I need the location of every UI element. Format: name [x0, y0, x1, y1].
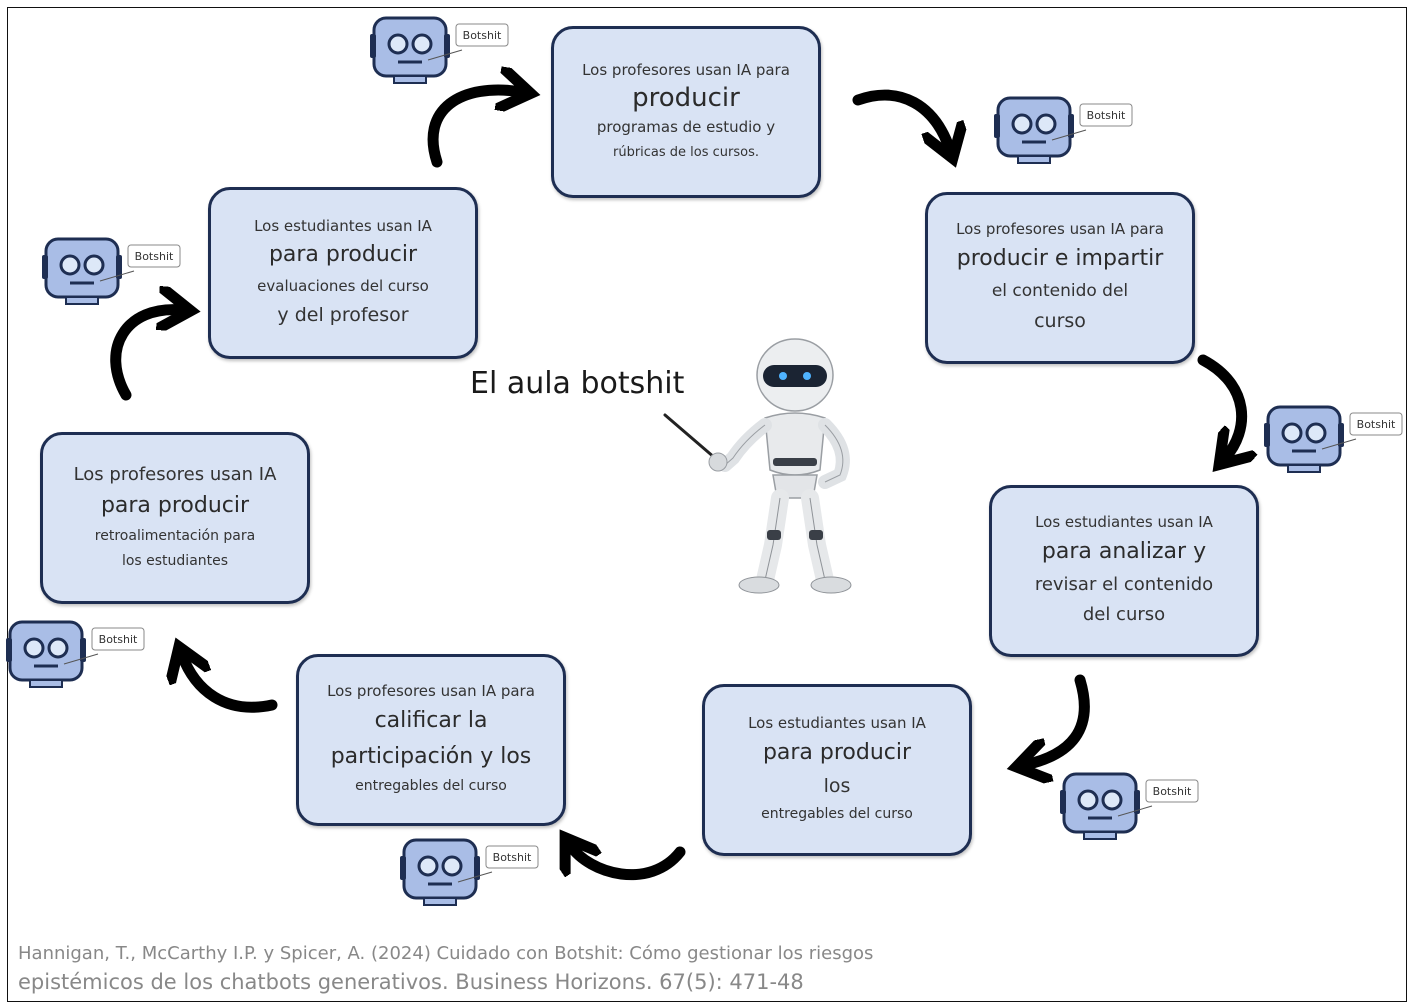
- box-professors-deliver-content: Los profesores usan IA para producir e i…: [925, 192, 1195, 364]
- bot-icon: Botshit: [1060, 772, 1199, 840]
- box-professors-produce-syllabus: Los profesores usan IA para producir pro…: [551, 26, 821, 198]
- box-line-4: entregables del curso: [355, 778, 507, 795]
- box-line-2: producir e impartir: [956, 246, 1164, 272]
- diagram-title: El aula botshit: [470, 366, 685, 401]
- box-line-2: para analizar y: [1041, 539, 1207, 565]
- box-line-4: curso: [1034, 309, 1086, 332]
- bot-icon: Botshit: [6, 620, 145, 688]
- bot-bubble-label: Botshit: [1357, 418, 1396, 431]
- box-line-4: rúbricas de los cursos.: [612, 144, 760, 160]
- box-students-produce-deliverables: Los estudiantes usan IA para producir lo…: [702, 684, 972, 856]
- box-line-4: del curso: [1082, 604, 1166, 626]
- box-line-1: Los profesores usan IA para: [956, 220, 1164, 239]
- box-students-analyze-content: Los estudiantes usan IA para analizar y …: [989, 485, 1259, 657]
- box-line-1: Los estudiantes usan IA: [748, 714, 926, 733]
- citation: Hannigan, T., McCarthy I.P. y Spicer, A.…: [18, 941, 873, 998]
- arrow-left: [110, 310, 182, 401]
- box-line-3: los: [823, 774, 851, 797]
- box-line-4: entregables del curso: [761, 806, 913, 823]
- bot-bubble-label: Botshit: [1153, 785, 1192, 798]
- arrow-top-right: [852, 89, 950, 150]
- box-professors-grade: Los profesores usan IA para calificar la…: [296, 654, 566, 826]
- arrow-bottom: [570, 845, 686, 880]
- box-line-2: para producir: [100, 493, 250, 518]
- bot-icon: Botshit: [370, 16, 509, 84]
- bot-bubble-label: Botshit: [1087, 109, 1126, 122]
- box-line-3: participación y los: [330, 743, 532, 769]
- box-students-evaluate: Los estudiantes usan IA para producir ev…: [208, 187, 478, 359]
- box-line-4: los estudiantes: [121, 553, 229, 569]
- arrow-top-left: [427, 90, 522, 168]
- box-line-4: y del profesor: [277, 303, 409, 326]
- arrow-bottom-left: [182, 655, 278, 713]
- citation-line-1: Hannigan, T., McCarthy I.P. y Spicer, A.…: [18, 943, 874, 964]
- bot-bubble-label: Botshit: [463, 29, 502, 42]
- citation-line-2: epistémicos de los chatbots generativos.…: [18, 970, 804, 995]
- bot-icon: Botshit: [994, 96, 1133, 164]
- box-line-1: Los profesores usan IA: [73, 463, 277, 485]
- box-line-3: evaluaciones del curso: [257, 276, 429, 295]
- bot-bubble-label: Botshit: [99, 633, 138, 646]
- arrow-right-upper: [1197, 354, 1242, 458]
- box-line-1: Los estudiantes usan IA: [1035, 513, 1213, 532]
- box-line-2: para producir: [762, 740, 912, 765]
- bot-icon: Botshit: [400, 838, 539, 906]
- bot-bubble-label: Botshit: [135, 250, 174, 263]
- box-line-3: programas de estudio y: [596, 118, 776, 137]
- bot-icon: Botshit: [1264, 405, 1403, 473]
- arrow-right-lower: [1025, 674, 1090, 765]
- box-line-1: Los estudiantes usan IA: [254, 216, 432, 235]
- bot-bubble-label: Botshit: [493, 851, 532, 864]
- box-professors-feedback: Los profesores usan IA para producir ret…: [40, 432, 310, 604]
- teacher-robot-icon: [663, 338, 852, 594]
- figure-frame: [7, 7, 1407, 1002]
- bot-icon: Botshit: [42, 237, 181, 305]
- box-line-2: calificar la: [374, 708, 488, 734]
- box-line-3: el contenido del: [991, 280, 1129, 301]
- box-line-3: revisar el contenido: [1034, 573, 1214, 595]
- box-line-1: Los profesores usan IA para: [582, 60, 790, 79]
- box-line-3: retroalimentación para: [94, 527, 256, 544]
- box-line-2: producir: [632, 82, 740, 113]
- box-line-1: Los profesores usan IA para: [327, 682, 535, 701]
- box-line-2: para producir: [268, 242, 418, 268]
